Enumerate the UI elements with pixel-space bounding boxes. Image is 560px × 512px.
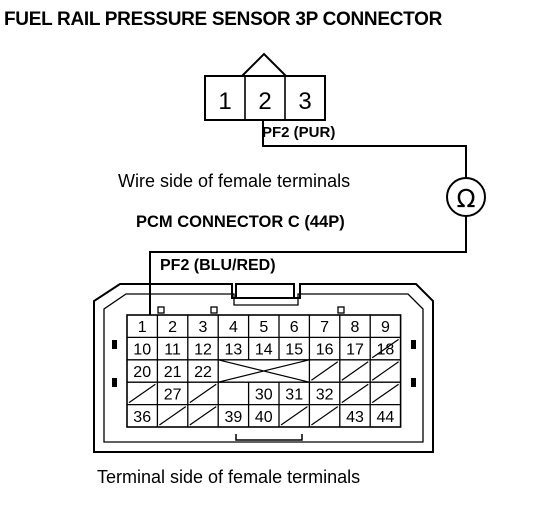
pcm-connector-shell [93,283,434,453]
pcm-blank-cavity [189,406,217,426]
pcm-blank-cavity [371,338,399,359]
pcm-terminal-label: 5 [259,319,268,336]
sensor-pin-label: 3 [298,88,311,115]
wire-side-caption: Wire side of female terminals [118,171,351,191]
pcm-terminal-label: 30 [255,386,273,403]
pcm-terminal-label: 9 [381,319,390,336]
test-leads [149,120,467,320]
terminal-side-caption: Terminal side of female terminals [97,467,361,487]
pcm-terminal-label: 40 [255,409,273,426]
pcm-terminal-label: 22 [194,364,212,381]
pcm-terminal-label: 21 [164,364,182,381]
pcm-terminal-label: 44 [377,409,395,426]
sensor-lock-tab [241,52,287,77]
pcm-terminal-label: 14 [255,342,273,359]
probe-wire-pcm [149,216,467,320]
pcm-wire-label: PF2 (BLU/RED) [160,257,276,274]
pcm-blank-cavity [128,383,156,404]
pcm-blank-cavity [341,361,369,381]
pcm-terminal-label: 13 [225,342,243,359]
pcm-connector-inner [103,293,424,443]
pcm-blank-cavity [280,406,308,426]
pcm-bottom-tab [235,434,303,441]
pcm-terminal-label: 1 [138,319,147,336]
pcm-terminal-label: 2 [168,319,177,336]
pcm-terminal-label: 7 [320,319,329,336]
pcm-terminal-label: 18 [377,342,395,359]
pcm-blank-cavity [189,383,217,404]
pcm-terminal-label: 12 [194,342,212,359]
pcm-terminal-label: 3 [199,319,208,336]
pcm-latch [235,283,295,299]
pcm-terminal-label: 32 [316,386,334,403]
pcm-terminal-label: 10 [133,342,151,359]
pcm-terminal-label: 43 [346,409,364,426]
pcm-terminal-label: 31 [285,386,303,403]
pcm-terminal-label: 17 [346,342,364,359]
pcm-terminal-label: 27 [164,386,182,403]
pcm-blank-cross [218,359,310,383]
sensor-wire-label: PF2 (PUR) [262,124,336,141]
pcm-terminal-label: 39 [225,409,243,426]
pcm-terminal-label: 15 [285,342,303,359]
pcm-terminal-label: 16 [316,342,334,359]
pcm-terminal-label: 6 [290,319,299,336]
pcm-blank-cavity [311,361,339,381]
sensor-pin-label: 2 [258,88,271,115]
probe-wire-sensor [262,120,467,178]
pcm-blank-cavity [159,406,187,426]
pcm-terminal-label: 8 [351,319,360,336]
sensor-connector-body [204,75,326,121]
sensor-connector: 1 2 3 [204,52,326,121]
diagram-title: FUEL RAIL PRESSURE SENSOR 3P CONNECTOR [4,9,443,30]
pcm-terminal-label: 11 [164,342,181,359]
ohm-symbol: Ω [456,184,475,213]
pcm-blank-cavity [371,361,399,381]
sensor-pin-label: 1 [218,88,231,115]
pcm-blank-cavity [371,383,399,404]
pcm-blank-cavity [311,406,339,426]
pcm-terminal-label: 20 [133,364,151,381]
ohmmeter-icon: Ω [446,177,486,217]
pcm-terminal-label: 4 [229,319,238,336]
pcm-connector-title: PCM CONNECTOR C (44P) [136,213,345,231]
pcm-blank-cavity [341,383,369,404]
pcm-terminal-label: 36 [133,409,151,426]
